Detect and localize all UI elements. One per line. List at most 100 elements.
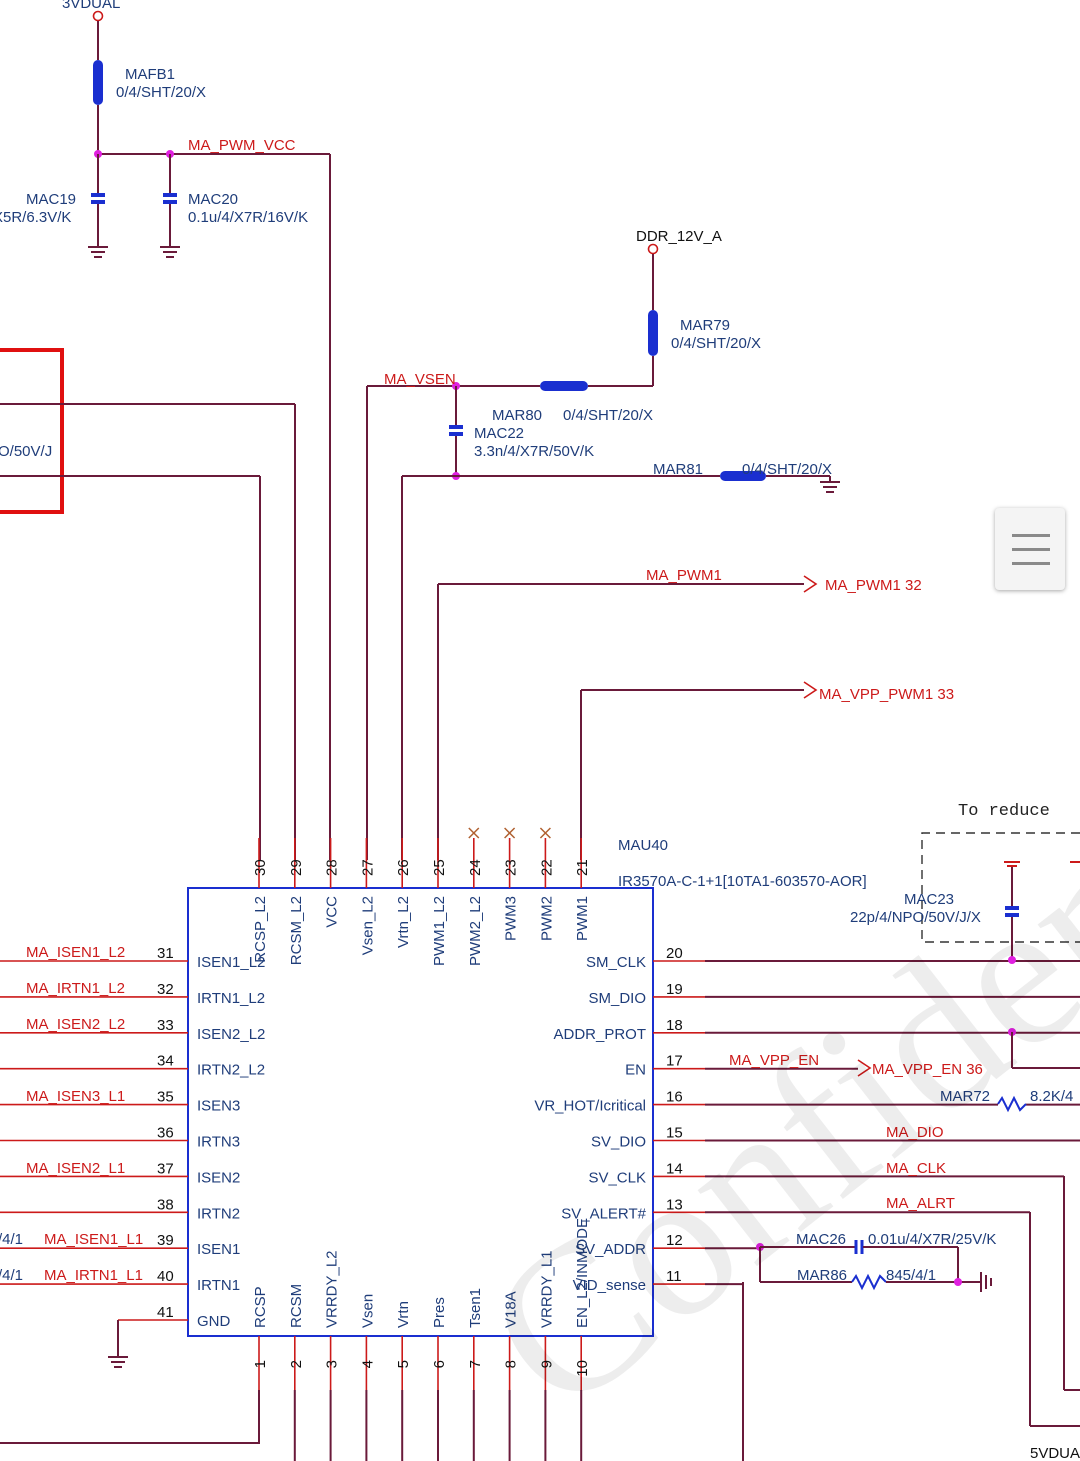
pin-number: 2 — [288, 1360, 305, 1368]
left-cut-value: O/50V/J — [0, 443, 52, 460]
pin-number: 33 — [157, 1017, 174, 1034]
offpage-ma-vpp-en: MA_VPP_EN 36 — [872, 1061, 983, 1078]
pin-number: 41 — [157, 1304, 174, 1321]
mac19-ref: MAC19 — [26, 191, 76, 208]
pin-label: ADDR_PROT — [553, 1026, 646, 1043]
pin-number: 37 — [157, 1160, 174, 1177]
pin-number: 3 — [324, 1360, 341, 1368]
pin-number: 8 — [503, 1360, 520, 1368]
pin-label: RCSP — [252, 1286, 269, 1328]
resistor-mar81 — [720, 471, 766, 481]
pin-label: IRTN2_L2 — [197, 1062, 265, 1079]
pin-number: 26 — [395, 859, 412, 876]
mac20-ref: MAC20 — [188, 191, 238, 208]
pin-number: 1 — [252, 1360, 269, 1368]
net-ma-isen2-l1: MA_ISEN2_L1 — [26, 1160, 125, 1177]
pin-number: 38 — [157, 1196, 174, 1213]
net-ma-clk: MA_CLK — [886, 1160, 946, 1177]
pin-number: 28 — [324, 859, 341, 876]
pin-label: V18A — [503, 1291, 520, 1328]
left-cutoff-area: O/50V/J — [0, 348, 296, 860]
mac23-ref: MAC23 — [904, 891, 954, 908]
pin-label: IRTN1_L2 — [197, 990, 265, 1007]
pin-label: SV_ALERT# — [561, 1205, 646, 1222]
pin-number: 6 — [431, 1360, 448, 1368]
pin-number: 32 — [157, 981, 174, 998]
pin-number: 40 — [157, 1268, 174, 1285]
mar81-value: 0/4/SHT/20/X — [742, 461, 832, 478]
net-ma-isen1-l2: MA_ISEN1_L2 — [26, 944, 125, 961]
pin-label: RCSP_L2 — [252, 896, 269, 963]
pin-label: RCSM_L2 — [288, 896, 305, 965]
right-side: To reduce MAC23 22p/4/NPO/50V/J/X MA_VPP… — [729, 802, 1080, 1461]
pin-label: GND — [197, 1313, 231, 1330]
pin-number: 15 — [666, 1125, 683, 1142]
mafb1-ref: MAFB1 — [125, 66, 175, 83]
pwm-offpage: MA_PWM1 MA_PWM1 32 MA_VPP_PWM1 33 — [437, 567, 954, 860]
power-port-3vdual — [92, 10, 104, 22]
ferrite-mafb1 — [93, 60, 103, 105]
pin-label: Tsen1 — [467, 1288, 484, 1328]
pin-number: 19 — [666, 981, 683, 998]
pin-label: EN — [625, 1062, 646, 1079]
pin-number: 7 — [467, 1360, 484, 1368]
net-ma-vpp-en: MA_VPP_EN — [729, 1052, 819, 1069]
pin-number: 13 — [666, 1196, 683, 1213]
pin-label: ISEN2_L2 — [197, 1026, 265, 1043]
ic-body — [187, 887, 654, 1337]
pin-label: SV_DIO — [591, 1134, 646, 1151]
pin-number: 29 — [288, 859, 305, 876]
pin-label: PWM1 — [574, 896, 591, 941]
mac20-value: 0.1u/4/X7R/16V/K — [188, 209, 308, 226]
no-connect-mark — [539, 827, 551, 839]
pin-number: 39 — [157, 1232, 174, 1249]
pin-label: PWM1_L2 — [431, 896, 448, 966]
pin-number: 36 — [157, 1125, 174, 1142]
pin-label: VID_sense — [573, 1277, 646, 1294]
pin-label: SV_ADDR — [575, 1241, 646, 1258]
net-ma-irtn1-l2: MA_IRTN1_L2 — [26, 980, 125, 997]
pin-label: IRTN1 — [197, 1277, 240, 1294]
ground-symbol — [820, 481, 840, 493]
pin-label: ISEN1 — [197, 1241, 240, 1258]
pin-number: 14 — [666, 1160, 683, 1177]
net-ma-isen2-l2: MA_ISEN2_L2 — [26, 1016, 125, 1033]
pin-label: Vrtn_L2 — [395, 896, 412, 948]
net-ma-irtn1-l1: MA_IRTN1_L1 — [44, 1267, 143, 1284]
mafb1-value: 0/4/SHT/20/X — [116, 84, 206, 101]
net-ma-pwm-vcc: MA_PWM_VCC — [188, 137, 296, 154]
vdual3-label: 3VDUAL — [62, 0, 120, 12]
net-ma-isen3-l1: MA_ISEN3_L1 — [26, 1088, 125, 1105]
net-ma-alrt: MA_ALRT — [886, 1195, 955, 1212]
pin-label: VCC — [324, 896, 341, 928]
mar86-value: 845/4/1 — [886, 1267, 936, 1284]
watermark-text: Confidential — [445, 627, 1080, 1456]
pin-label: VR_HOT/Icritical — [534, 1098, 646, 1115]
pin-label: RCSM — [288, 1284, 305, 1328]
pin-label: VRRDY_L1 — [538, 1250, 555, 1328]
pin-label: Pres — [431, 1297, 448, 1328]
pin-number: 17 — [666, 1053, 683, 1070]
menu-icon — [1012, 534, 1050, 537]
pin-label: SV_CLK — [588, 1169, 646, 1186]
pin-number: 35 — [157, 1089, 174, 1106]
pin-label: IRTN2 — [197, 1205, 240, 1222]
pin-number: 20 — [666, 945, 683, 962]
pin-label: ISEN3 — [197, 1098, 240, 1115]
pin-number: 27 — [359, 859, 376, 876]
resistor-mar72 — [997, 1095, 1027, 1113]
pin-label: ISEN1_L2 — [197, 954, 265, 971]
hamburger-menu-button[interactable] — [995, 508, 1065, 590]
ground-symbol — [88, 246, 108, 258]
mar81-ref: MAR81 — [653, 461, 703, 478]
mac19-value: X5R/6.3V/K — [0, 209, 71, 226]
left-cut-frag2: /4/1 — [0, 1267, 23, 1284]
resistor-mar80 — [540, 381, 588, 391]
pin-number: 18 — [666, 1017, 683, 1034]
pin-number: 16 — [666, 1089, 683, 1106]
vdual5-label: 5VDUA — [1030, 1445, 1080, 1461]
left-nets: MA_ISEN1_L2 MA_IRTN1_L2 MA_ISEN2_L2 MA_I… — [0, 944, 143, 1368]
pin-label: Vsen_L2 — [359, 896, 376, 955]
resistor-mar86 — [851, 1273, 887, 1291]
mac22-ref: MAC22 — [474, 425, 524, 442]
